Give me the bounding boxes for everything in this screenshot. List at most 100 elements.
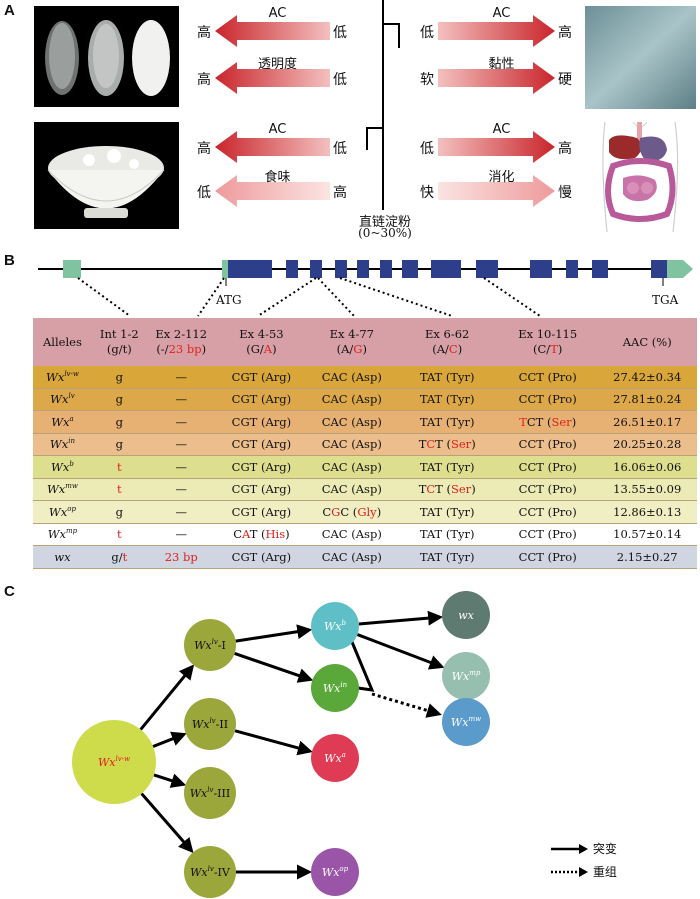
legend-mutation-label: 突变 bbox=[592, 842, 617, 856]
table-cell-6: CCT (Pro) bbox=[497, 545, 598, 569]
node-in bbox=[311, 664, 359, 712]
panel-label-a: A bbox=[4, 2, 15, 19]
edge-II-a bbox=[234, 729, 313, 756]
exon-6 bbox=[380, 260, 392, 278]
node-wx bbox=[442, 591, 490, 639]
trait-low-high-right-6: 硬 bbox=[558, 72, 572, 88]
table-header-2: Ex 2-112(-/23 bp) bbox=[146, 318, 216, 366]
exon-10 bbox=[530, 260, 552, 278]
edge-b-wx bbox=[358, 610, 444, 626]
table-cell-1: g bbox=[91, 366, 147, 389]
table-cell-1: t bbox=[91, 478, 147, 501]
trait-low-high-right-2: 低 bbox=[333, 72, 347, 88]
table-cell-1: g bbox=[91, 433, 147, 456]
table-cell-4: CAC (Asp) bbox=[307, 410, 397, 434]
central-tree-lines bbox=[366, 0, 400, 210]
table-cell-3: CGT (Arg) bbox=[215, 545, 308, 569]
trait-low-high-left-8: 快 bbox=[420, 185, 434, 201]
trait-low-high-left-7: 低 bbox=[420, 141, 434, 157]
table-cell-6: CCT (Pro) bbox=[497, 433, 598, 456]
trait-arrow-3 bbox=[215, 131, 330, 163]
exon-8 bbox=[431, 260, 461, 278]
trait-arrow-label-1: AC bbox=[268, 6, 287, 21]
node-II bbox=[184, 698, 236, 750]
legend-recombination-label: 重组 bbox=[592, 865, 617, 879]
table-cell-3: CAT (His) bbox=[215, 523, 308, 546]
trait-arrow-label-3: AC bbox=[268, 122, 287, 137]
rice-grain-photo bbox=[34, 6, 179, 107]
trait-arrow-6 bbox=[438, 62, 555, 94]
table-cell-5: TAT (Tyr) bbox=[396, 455, 498, 479]
node-mp bbox=[442, 652, 490, 700]
table-cell-1: g bbox=[91, 500, 147, 524]
node-mw bbox=[442, 698, 490, 746]
legend-mutation: 突变 bbox=[549, 840, 617, 858]
exon-7 bbox=[402, 260, 418, 278]
table-cell-2: — bbox=[146, 388, 216, 411]
trait-arrow-7 bbox=[438, 131, 555, 163]
trait-low-high-right-5: 高 bbox=[558, 25, 572, 41]
edge-root-I bbox=[139, 664, 195, 731]
table-cell-4: CGC (Gly) bbox=[307, 500, 397, 524]
edge-root-IV bbox=[140, 792, 194, 854]
node-III bbox=[184, 767, 236, 819]
trait-low-high-right-1: 低 bbox=[333, 25, 347, 41]
table-cell-3: CGT (Arg) bbox=[215, 500, 308, 524]
table-cell-2: — bbox=[146, 455, 216, 479]
starch-gel-photo bbox=[585, 6, 696, 109]
exon1-utr bbox=[222, 260, 228, 278]
table-cell-5: TAT (Tyr) bbox=[396, 388, 498, 411]
table-header-3: Ex 4-53(G/A) bbox=[215, 318, 308, 366]
trait-arrows bbox=[215, 15, 555, 207]
table-cell-3: CGT (Arg) bbox=[215, 478, 308, 501]
table-cell-5: TAT (Tyr) bbox=[396, 366, 498, 389]
table-cell-7: 16.06±0.06 bbox=[597, 455, 697, 479]
trait-low-high-left-5: 低 bbox=[420, 25, 434, 41]
table-cell-0: Wxin bbox=[33, 433, 92, 456]
exon-4 bbox=[335, 260, 347, 278]
recombination-arrow-icon bbox=[551, 867, 588, 877]
node-label-III: Wxlv-III bbox=[190, 786, 230, 800]
trait-arrow-5 bbox=[438, 15, 555, 47]
table-header-4: Ex 4-77(A/G) bbox=[307, 318, 397, 366]
trait-low-high-left-6: 软 bbox=[420, 72, 434, 88]
exon-11 bbox=[566, 260, 578, 278]
trait-low-high-right-3: 低 bbox=[333, 141, 347, 157]
node-label-root: Wxlv-w bbox=[98, 755, 130, 769]
trait-arrow-label-4: 食味 bbox=[264, 170, 291, 185]
node-label-in: Wxin bbox=[323, 681, 348, 695]
table-cell-7: 12.86±0.13 bbox=[597, 500, 697, 524]
table-cell-7: 20.25±0.28 bbox=[597, 433, 697, 456]
table-cell-5: TAT (Tyr) bbox=[396, 523, 498, 546]
table-cell-4: CAC (Asp) bbox=[307, 388, 397, 411]
node-label-II: Wxlv-II bbox=[192, 717, 228, 731]
table-header-5: Ex 6-62(A/C) bbox=[396, 318, 498, 366]
table-cell-3: CGT (Arg) bbox=[215, 410, 308, 434]
trait-low-high-right-8: 慢 bbox=[558, 185, 572, 201]
panel-label-b: B bbox=[4, 252, 15, 269]
edge-b-in-join bbox=[350, 641, 375, 692]
trait-low-high-right-7: 高 bbox=[558, 141, 572, 157]
node-label-mw: Wxmw bbox=[451, 715, 481, 729]
table-cell-2: — bbox=[146, 366, 216, 389]
amylose-range: (0~30%) bbox=[358, 226, 412, 240]
table-cell-7: 13.55±0.09 bbox=[597, 478, 697, 501]
table-cell-0: Wxmw bbox=[33, 478, 92, 501]
table-cell-0: Wxlv bbox=[33, 388, 92, 411]
edge-I-b bbox=[235, 624, 313, 643]
table-cell-0: Wxmp bbox=[33, 523, 92, 546]
table-cell-3: CGT (Arg) bbox=[215, 366, 308, 389]
table-cell-2: — bbox=[146, 523, 216, 546]
exon-13 bbox=[651, 260, 667, 278]
trait-arrow-label-5: AC bbox=[492, 6, 511, 21]
table-cell-6: CCT (Pro) bbox=[497, 366, 598, 389]
table-cell-0: Wxa bbox=[33, 410, 92, 434]
gene-structure bbox=[38, 260, 693, 317]
node-label-wx: wx bbox=[458, 609, 474, 622]
table-cell-1: g/t bbox=[91, 545, 147, 569]
